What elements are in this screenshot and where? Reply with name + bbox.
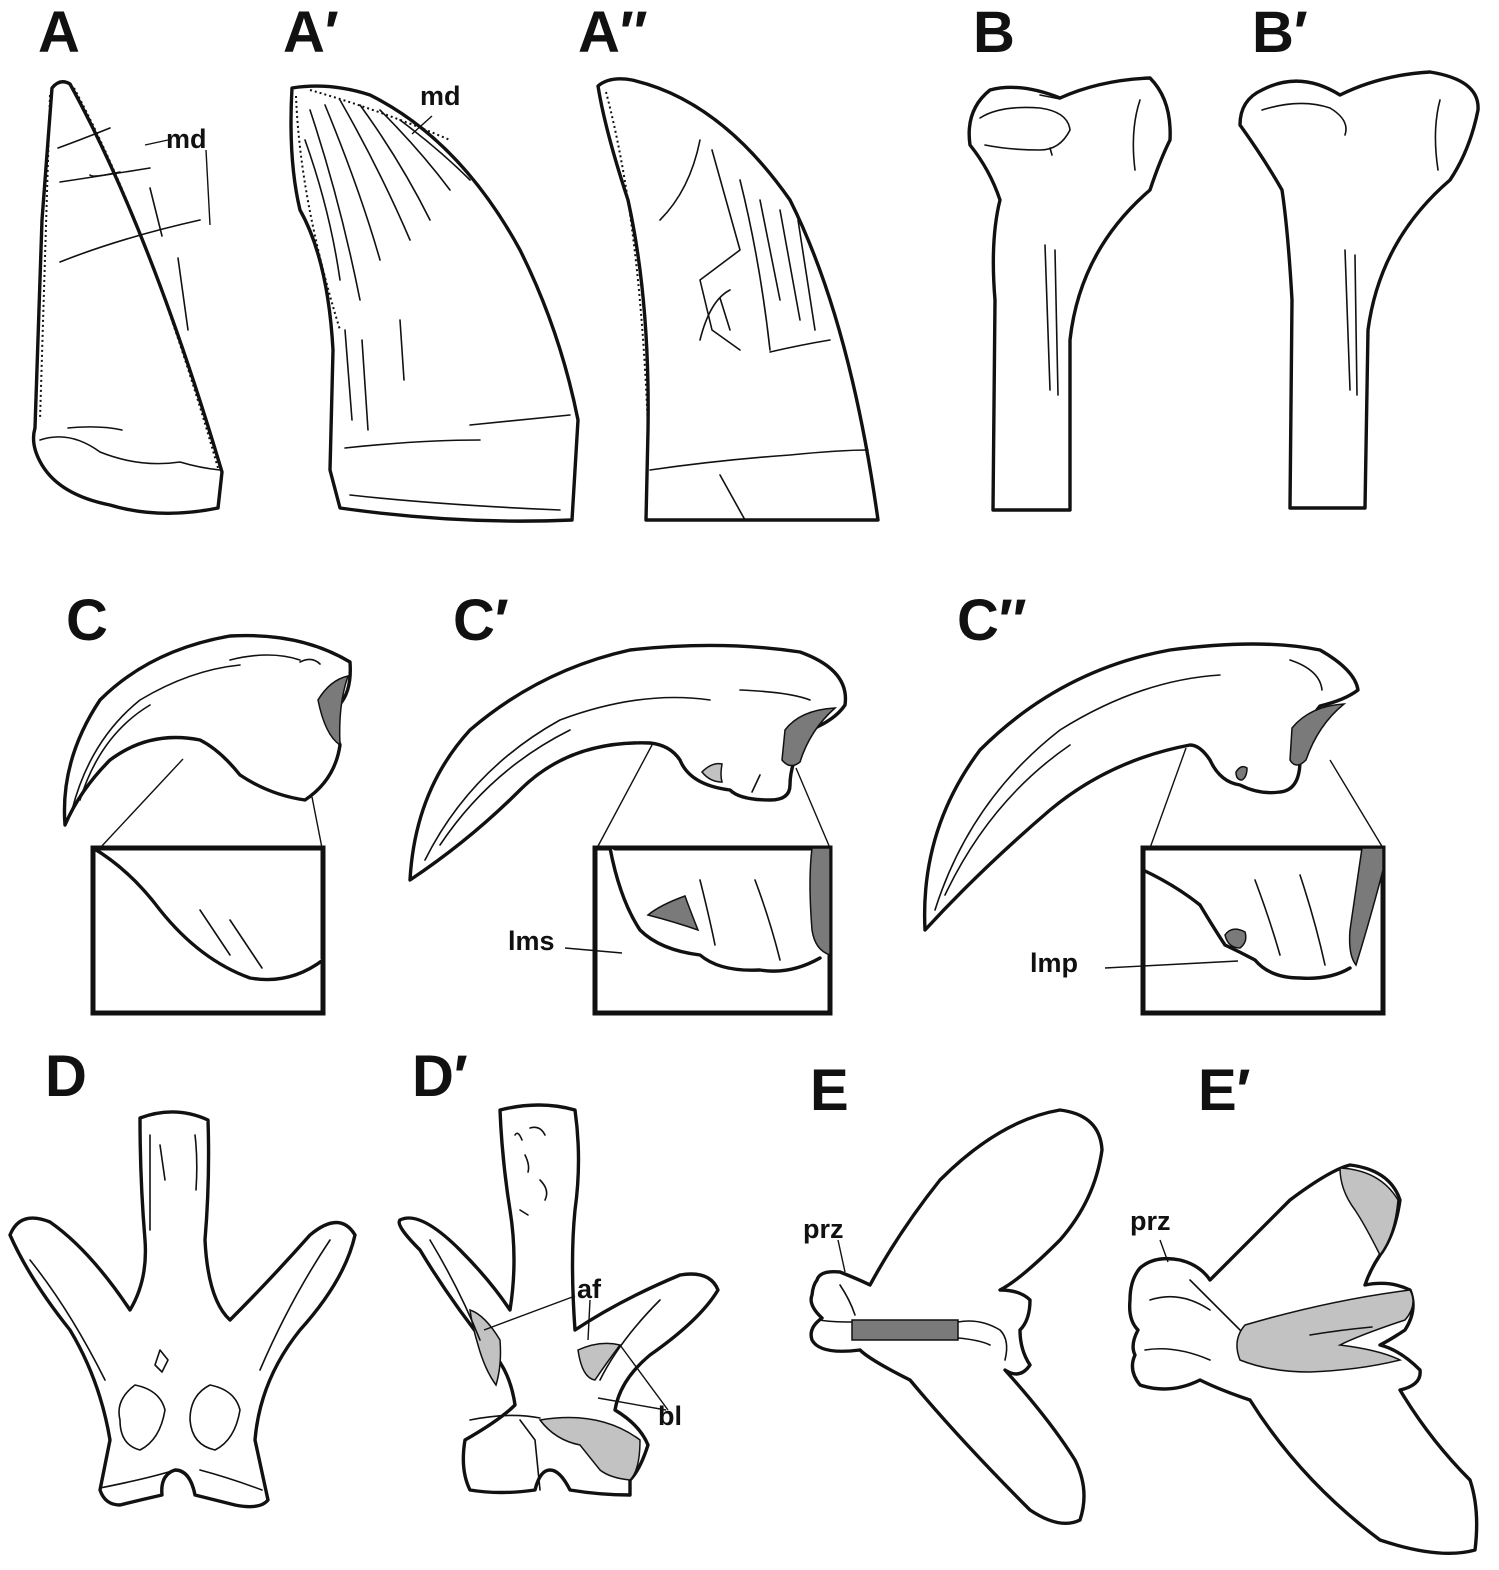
vertebra-drawing-d-prime: af bl: [397, 1103, 720, 1497]
panel-letter-a-double-prime: A′′: [578, 0, 648, 65]
panel-letter-a: A: [38, 0, 80, 65]
panel-letter-c-prime: C′: [453, 588, 509, 653]
label-md-a: md: [166, 124, 207, 154]
label-md-a-prime: md: [420, 81, 461, 111]
panel-letter-c: C: [66, 588, 108, 653]
panel-letter-e-prime: E′: [1198, 1058, 1251, 1123]
panel-letter-d-prime: D′: [412, 1044, 468, 1109]
bone-drawing-b: [967, 76, 1172, 512]
label-lms: lms: [508, 926, 555, 956]
label-prz-e: prz: [803, 1214, 844, 1244]
label-af: af: [577, 1274, 602, 1304]
vertebra-drawing-e: prz: [803, 1108, 1104, 1525]
tooth-drawing-a: md: [31, 80, 224, 516]
tooth-drawing-a-prime: md: [289, 81, 580, 523]
tooth-drawing-a-double-prime: [596, 77, 880, 522]
label-prz-e-prime: prz: [1130, 1206, 1171, 1236]
label-lmp: lmp: [1030, 948, 1078, 978]
vertebra-drawing-e-prime: prz: [1127, 1163, 1479, 1555]
claw-drawing-c: [62, 633, 352, 1016]
panel-letter-d: D: [45, 1044, 87, 1109]
claw-drawing-c-prime: lms: [408, 643, 848, 1016]
vertebra-drawing-d: [8, 1110, 357, 1509]
panel-letter-e: E: [810, 1058, 849, 1123]
panel-letter-a-prime: A′: [283, 0, 339, 65]
label-bl: bl: [658, 1401, 682, 1431]
panel-letter-b-prime: B′: [1252, 0, 1308, 65]
claw-drawing-c-double-prime: lmp: [922, 642, 1386, 1016]
bone-drawing-b-prime: [1238, 70, 1480, 510]
panel-letter-c-double-prime: C′′: [957, 588, 1027, 653]
panel-letter-b: B: [973, 0, 1015, 65]
